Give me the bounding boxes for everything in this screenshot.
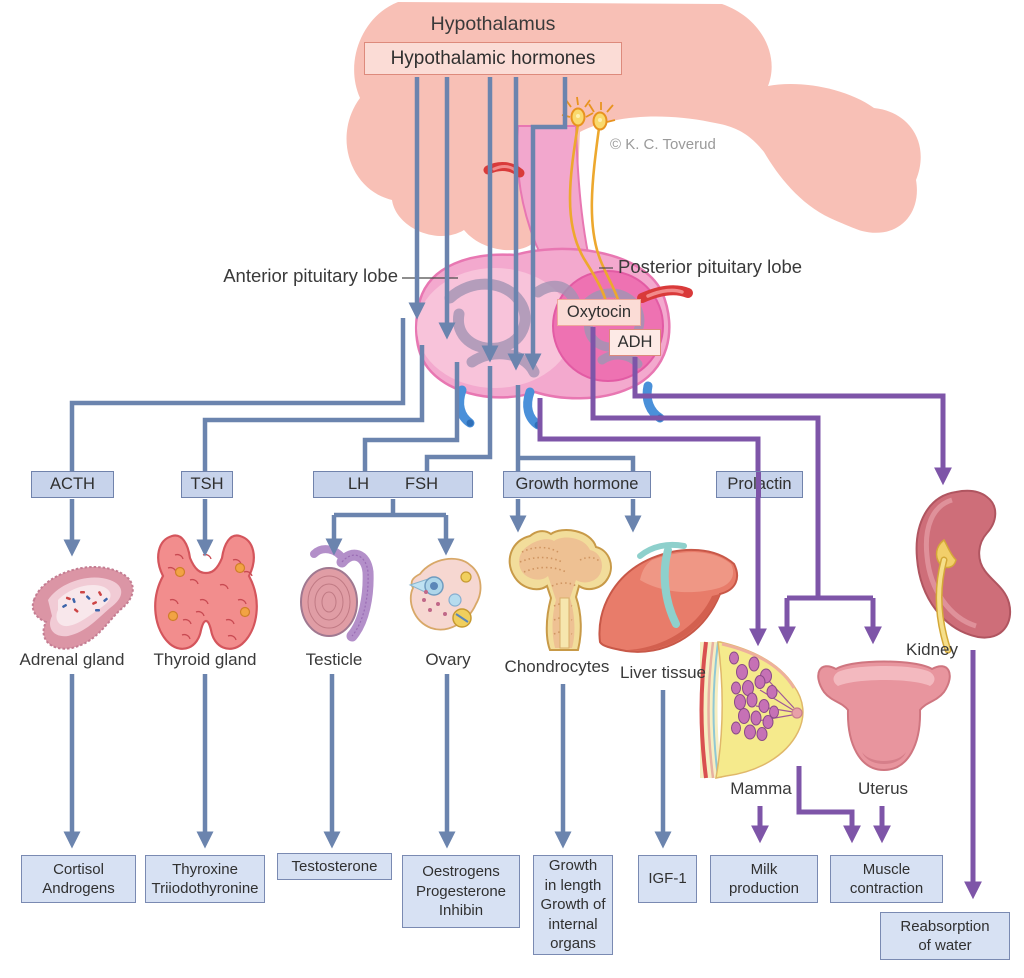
- thyroid-gland-illustration: [154, 534, 258, 650]
- oxytocin-box: Oxytocin: [557, 299, 641, 326]
- parathyroid-dots: [167, 562, 251, 622]
- effect-box-water: Reabsorption of water: [880, 912, 1010, 960]
- effect-line: in length: [544, 876, 602, 894]
- hypothalamic-hormones-box: Hypothalamic hormones: [364, 42, 622, 75]
- uterus-illustration: [817, 660, 951, 772]
- acth-route: [69, 318, 406, 471]
- effect-line: Thyroxine: [172, 860, 238, 878]
- lh-label: LH: [347, 475, 370, 493]
- effect-box-thyroxine: Thyroxine Triiodothyronine: [145, 855, 265, 903]
- effect-line: of water: [918, 937, 972, 954]
- effect-line: Inhibin: [438, 902, 484, 920]
- effect-line: contraction: [849, 880, 924, 897]
- effect-line: production: [728, 880, 800, 897]
- label-uterus: Uterus: [857, 779, 909, 798]
- label-adrenal-gland: Adrenal gland: [19, 650, 125, 669]
- label-testicle: Testicle: [305, 650, 363, 669]
- effect-line: Triiodothyronine: [151, 880, 259, 897]
- chondrocytes-bone-illustration: [508, 529, 612, 651]
- fsh-label: FSH: [405, 475, 439, 493]
- mamma-to-muscle: [796, 766, 861, 844]
- label-mamma: Mamma: [730, 779, 792, 798]
- acth-label: ACTH: [50, 475, 95, 493]
- effect-line: internal: [548, 915, 598, 933]
- adh-box: ADH: [609, 329, 661, 356]
- effect-line: Oestrogens: [422, 863, 500, 881]
- growth-hormone-label: Growth hormone: [515, 475, 639, 493]
- mamma-lobules: [729, 651, 779, 741]
- effect-line: Progesterone: [415, 882, 507, 900]
- tsh-label: TSH: [190, 475, 224, 493]
- effect-line: Growth of: [540, 896, 606, 914]
- effect-box-milk: Milk production: [710, 855, 818, 903]
- hypothalamus-illustration: [346, 2, 921, 251]
- oxytocin-label: Oxytocin: [566, 303, 632, 321]
- kidney-illustration: [915, 489, 1012, 654]
- label-ovary: Ovary: [425, 650, 471, 669]
- tsh-box: TSH: [181, 471, 233, 498]
- effect-box-igf1: IGF-1: [638, 855, 697, 903]
- testicle-illustration: [300, 545, 374, 642]
- posterior-routes: [537, 327, 982, 900]
- label-kidney: Kidney: [906, 640, 958, 659]
- effect-line: IGF-1: [648, 870, 687, 888]
- acth-box: ACTH: [31, 471, 114, 498]
- effect-line: Muscle: [862, 860, 911, 878]
- neuron-icon: [561, 96, 622, 310]
- hypothalamic-hormones-label: Hypothalamic hormones: [390, 47, 596, 69]
- lh-fsh-box: LH FSH: [313, 471, 473, 498]
- anterior-routes: [63, 77, 672, 849]
- effect-line: Reabsorption: [900, 917, 990, 935]
- adrenal-gland-illustration: [31, 566, 134, 650]
- effect-line: Growth: [548, 857, 598, 875]
- growth-hormone-box: Growth hormone: [503, 471, 651, 498]
- fsh-route: [424, 366, 493, 471]
- effect-box-muscle: Muscle contraction: [830, 855, 943, 903]
- lh-route: [362, 362, 460, 471]
- oxytocin-trunk: [590, 327, 821, 598]
- effect-line: Milk: [750, 860, 778, 878]
- effect-line: organs: [550, 935, 596, 953]
- effect-line: Testosterone: [291, 857, 378, 875]
- effect-box-testosterone: Testosterone: [277, 853, 392, 880]
- page-title: Hypothalamus: [430, 13, 556, 35]
- gh-bracket: [518, 455, 636, 471]
- posterior-pituitary-label: Posterior pituitary lobe: [618, 256, 803, 277]
- mamma-illustration: [699, 641, 804, 779]
- effect-box-growth: Growth in length Growth of internal orga…: [533, 855, 613, 955]
- prolactin-route-overlay: [755, 472, 761, 498]
- label-liver-tissue: Liver tissue: [620, 663, 706, 682]
- copyright-text: © K. C. Toverud: [610, 136, 716, 153]
- tsh-route: [202, 345, 425, 471]
- effect-line: Androgens: [42, 880, 115, 897]
- releasing-line-5: [524, 77, 568, 371]
- effect-box-cortisol: Cortisol Androgens: [21, 855, 136, 903]
- liver-illustration: [598, 541, 739, 653]
- adh-to-kidney: [632, 357, 952, 486]
- ovary-illustration: [408, 557, 482, 631]
- adh-label: ADH: [617, 333, 653, 351]
- label-thyroid-gland: Thyroid gland: [153, 650, 257, 669]
- label-chondrocytes: Chondrocytes: [504, 657, 610, 676]
- prolactin-route: [537, 398, 767, 647]
- effect-line: Cortisol: [53, 860, 104, 878]
- anterior-pituitary-label: Anterior pituitary lobe: [223, 265, 398, 286]
- effect-box-oestrogens: Oestrogens Progesterone Inhibin: [402, 855, 520, 928]
